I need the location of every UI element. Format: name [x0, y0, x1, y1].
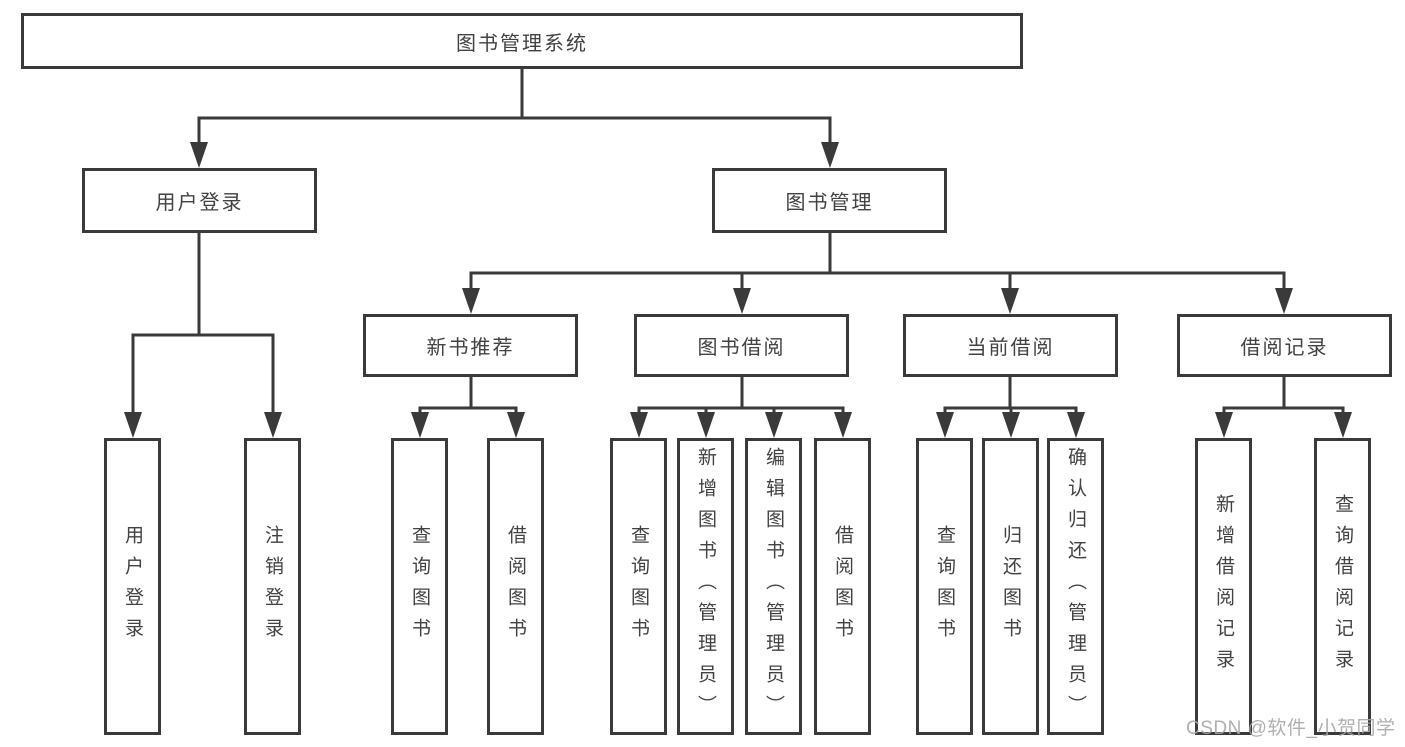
node-confirm-return-admin: 确认归还（管理员） [1047, 438, 1104, 735]
node-label: 新增图书（管理员） [695, 447, 716, 726]
node-label: 查询图书 [409, 524, 430, 649]
node-query-books-borrowing: 查询图书 [610, 438, 667, 735]
node-label: 图书管理系统 [456, 32, 588, 55]
node-label: 查询图书 [628, 524, 649, 649]
node-label: 借阅图书 [505, 524, 526, 649]
node-borrow-books-recommend: 借阅图书 [487, 438, 544, 735]
node-logout: 注销登录 [244, 438, 301, 735]
node-query-books-current: 查询图书 [916, 438, 973, 735]
node-query-books-recommend: 查询图书 [391, 438, 448, 735]
csdn-watermark: CSDN @软件_小贺同学 [1186, 718, 1396, 739]
node-borrowing-records: 借阅记录 [1177, 314, 1392, 377]
node-new-book-recommend: 新书推荐 [363, 314, 578, 377]
node-label: 新书推荐 [426, 337, 515, 359]
node-label: 图书借阅 [697, 337, 786, 359]
node-edit-books-admin: 编辑图书（管理员） [745, 438, 802, 735]
node-label: 新增借阅记录 [1213, 493, 1234, 680]
node-root-library-system: 图书管理系统 [21, 13, 1023, 69]
node-current-borrowing: 当前借阅 [903, 314, 1118, 377]
node-label: 借阅记录 [1240, 337, 1329, 359]
node-label: 确认归还（管理员） [1065, 447, 1086, 726]
node-label: 查询图书 [934, 524, 955, 649]
node-return-books: 归还图书 [982, 438, 1039, 735]
node-label: 用户登录 [155, 192, 244, 214]
node-book-borrowing: 图书借阅 [634, 314, 849, 377]
node-label: 编辑图书（管理员） [763, 447, 784, 726]
node-label: 借阅图书 [832, 524, 853, 649]
arrowheads [124, 142, 1352, 438]
node-label: 注销登录 [262, 524, 283, 649]
node-label: 查询借阅记录 [1332, 493, 1353, 680]
node-user-login-leaf: 用户登录 [104, 438, 161, 735]
node-label: 归还图书 [1000, 524, 1021, 649]
node-query-borrow-record: 查询借阅记录 [1314, 438, 1371, 735]
node-label: 当前借阅 [966, 337, 1055, 359]
node-user-login: 用户登录 [82, 168, 317, 233]
node-add-books-admin: 新增图书（管理员） [677, 438, 734, 735]
node-borrow-books-borrowing: 借阅图书 [814, 438, 871, 735]
node-label: 用户登录 [122, 524, 143, 649]
node-book-management: 图书管理 [712, 168, 947, 233]
node-add-borrow-record: 新增借阅记录 [1195, 438, 1252, 735]
node-label: 图书管理 [785, 192, 874, 214]
